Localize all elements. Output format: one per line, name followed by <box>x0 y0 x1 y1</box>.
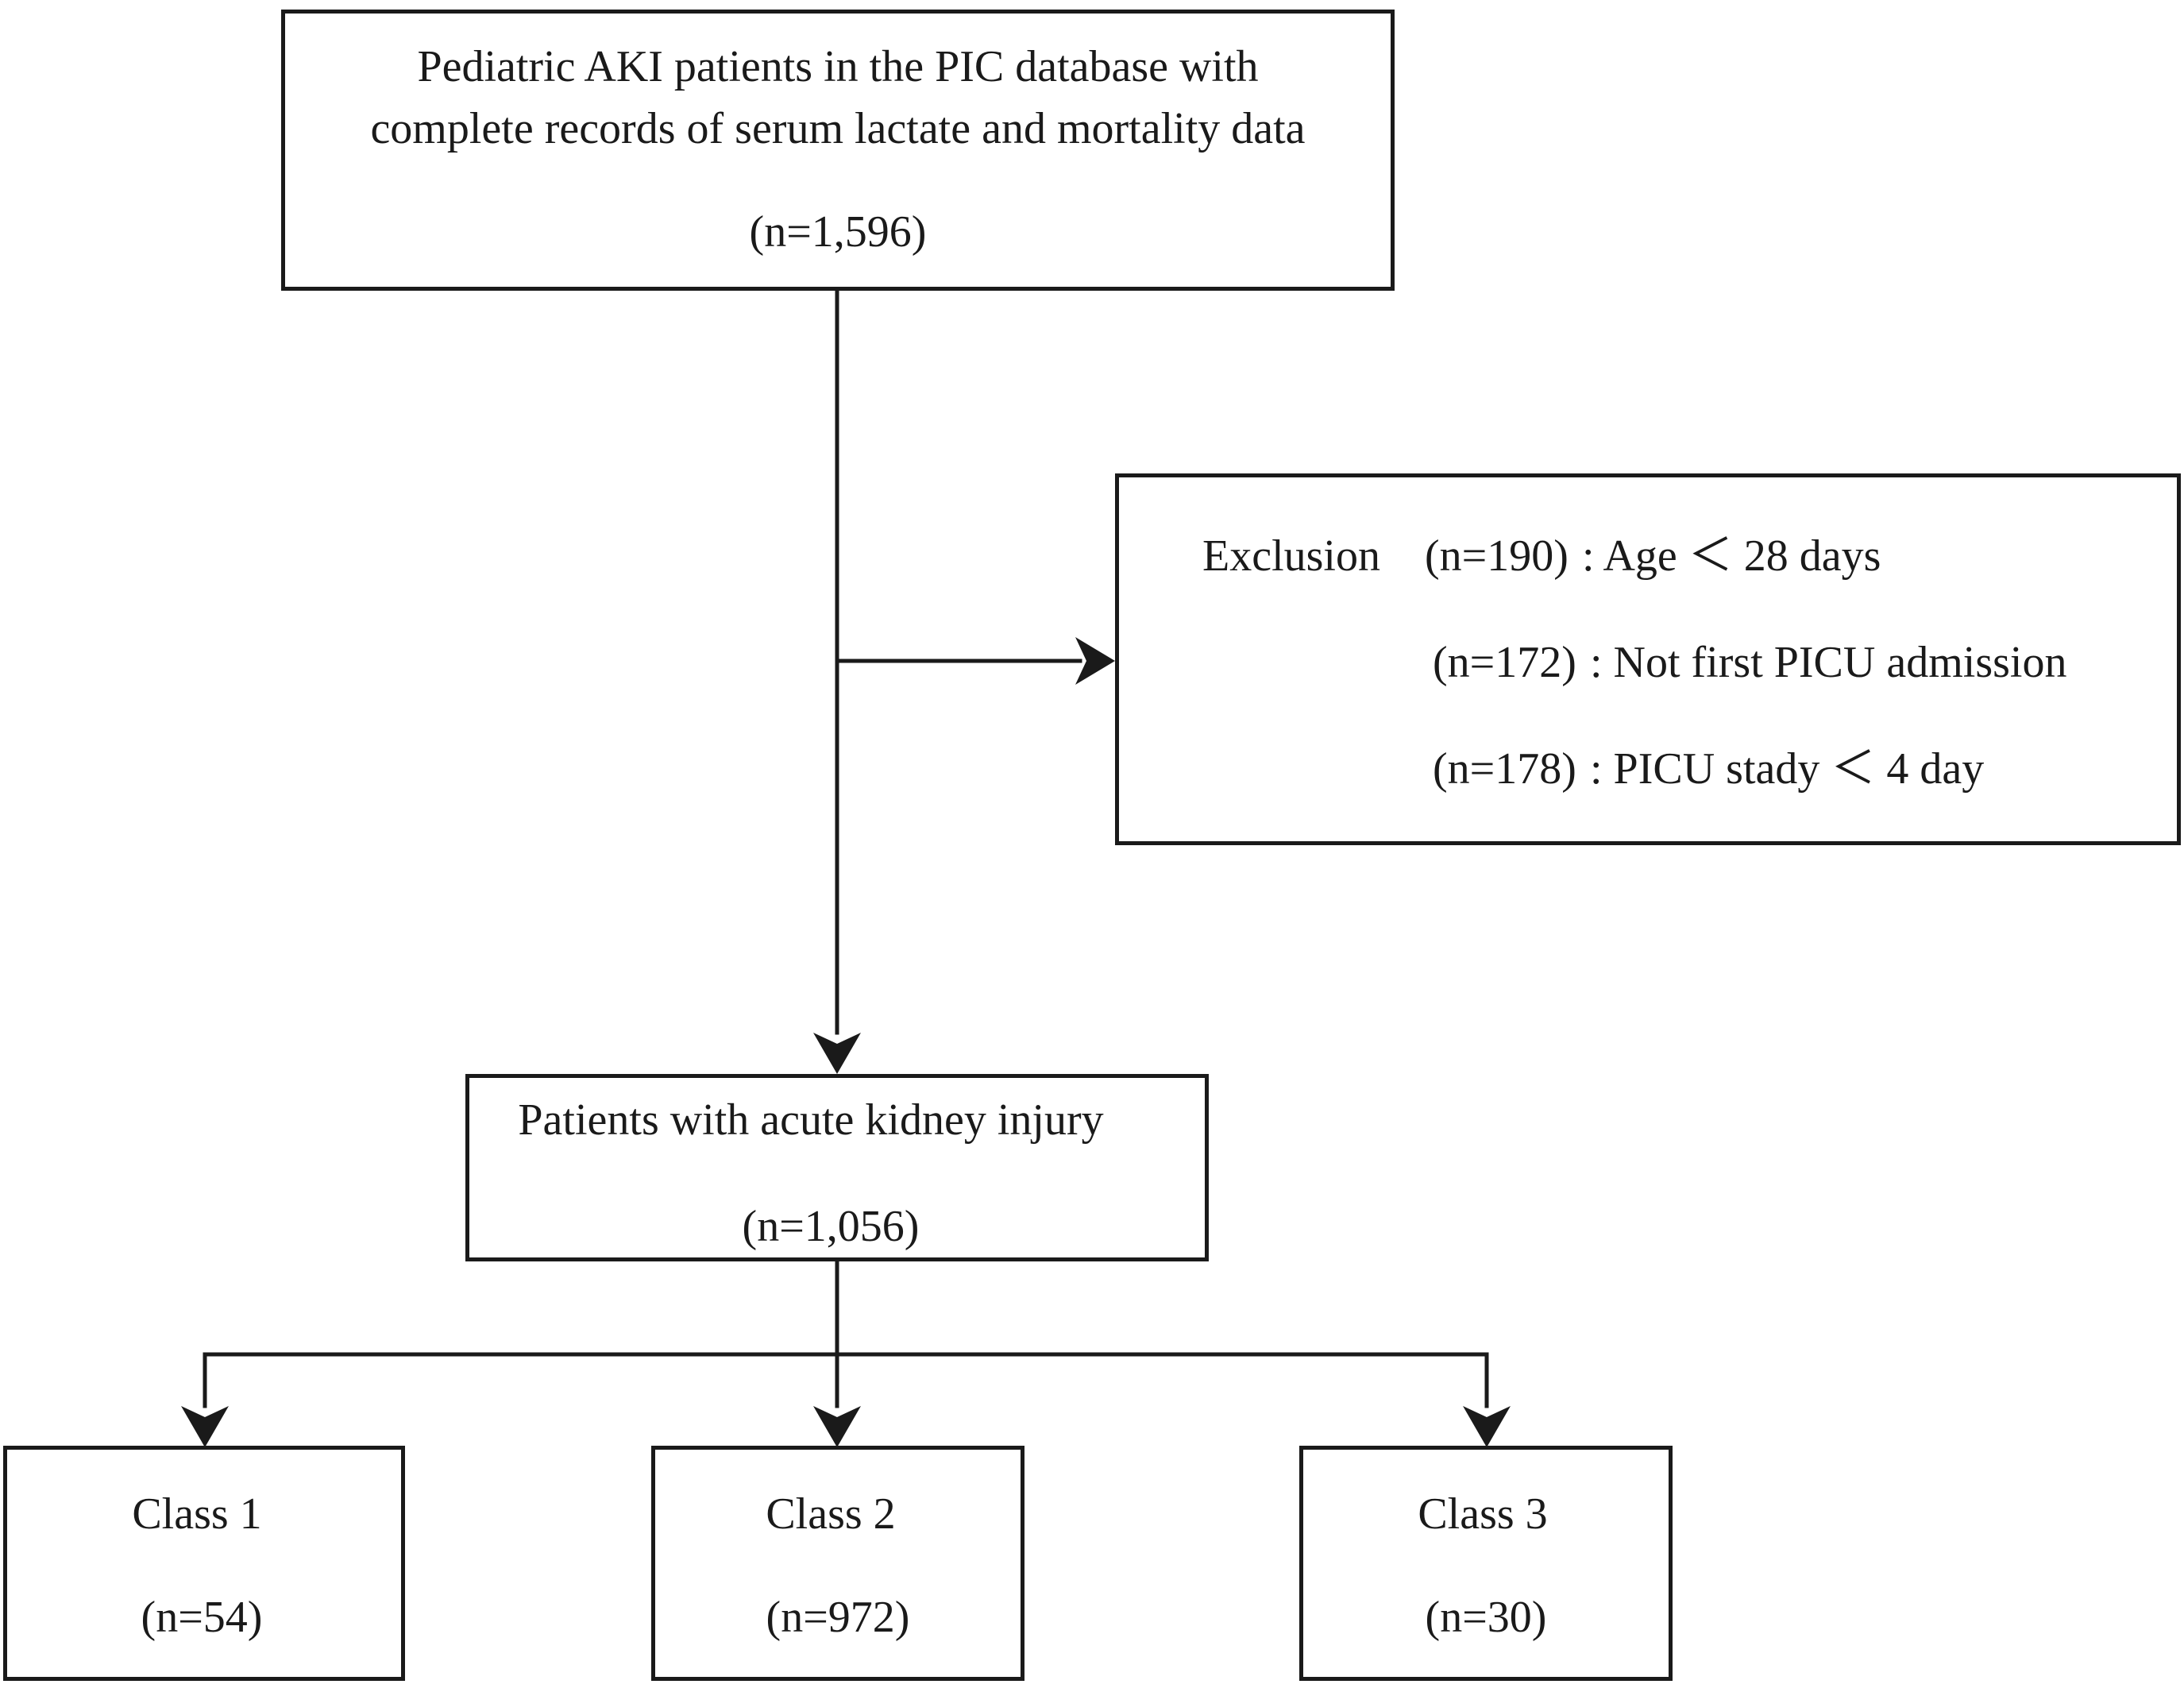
arrow-to-class3-icon <box>1463 1406 1511 1447</box>
arrow-to-class2-icon <box>813 1406 861 1447</box>
arrow-to-class1-icon <box>181 1406 229 1447</box>
source-description-line1: Pediatric AKI patients in the PIC databa… <box>417 42 1259 91</box>
class1-box <box>3 1446 405 1681</box>
aki-title: Patients with acute kidney injury <box>518 1095 1104 1145</box>
source-population-box <box>281 10 1395 291</box>
exclusion-count-1: (n=190) <box>1425 531 1569 581</box>
exclusion-count-3: (n=178) <box>1433 744 1576 794</box>
aki-count: (n=1,056) <box>742 1202 920 1251</box>
class2-count: (n=972) <box>766 1593 910 1642</box>
class2-label: Class 2 <box>766 1489 896 1539</box>
class2-box <box>651 1446 1024 1681</box>
exclusion-count-2: (n=172) <box>1433 638 1576 687</box>
exclusion-reason-1: : Age ＜ 28 days <box>1582 531 1881 581</box>
class3-count: (n=30) <box>1425 1593 1547 1642</box>
arrow-to-exclusion-icon <box>1075 637 1115 685</box>
class1-label: Class 1 <box>132 1489 262 1539</box>
source-description-line2: complete records of serum lactate and mo… <box>370 104 1306 153</box>
exclusion-label: Exclusion <box>1202 531 1380 581</box>
aki-patients-box <box>465 1074 1209 1261</box>
exclusion-reason-3: : PICU stady ＜ 4 day <box>1590 744 1985 794</box>
class3-label: Class 3 <box>1418 1489 1548 1539</box>
exclusion-box <box>1115 473 2181 845</box>
exclusion-reason-2: : Not first PICU admission <box>1590 638 2067 687</box>
class1-count: (n=54) <box>141 1593 263 1642</box>
class3-box <box>1299 1446 1673 1681</box>
arrow-to-aki-icon <box>813 1033 861 1074</box>
source-count: (n=1,596) <box>749 207 927 257</box>
